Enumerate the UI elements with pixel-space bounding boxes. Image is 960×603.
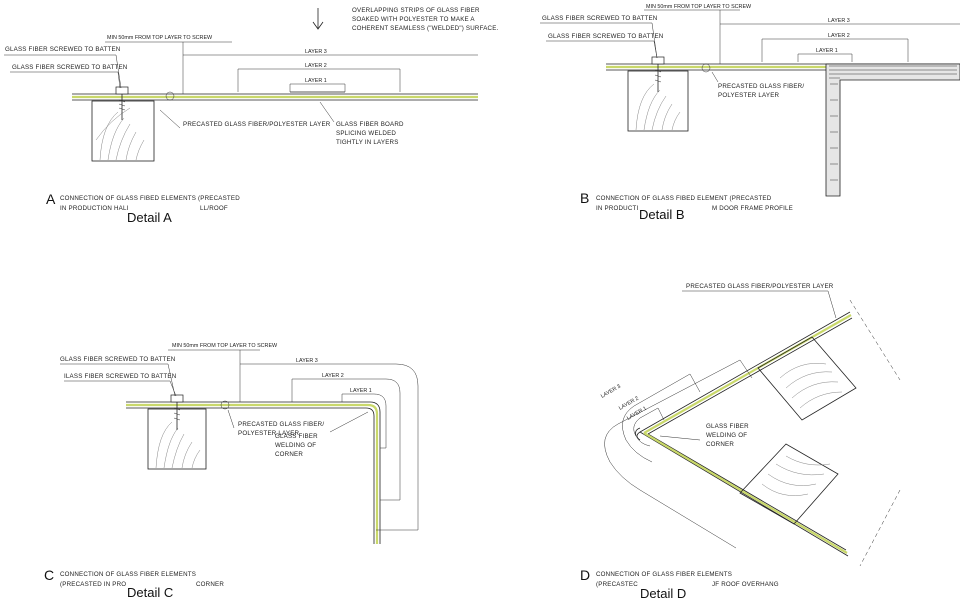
detail-letter: D xyxy=(580,567,590,583)
label-precast-1: PRECASTED GLASS FIBER/ xyxy=(718,83,804,90)
label-overlap-3: COHERENT SEAMLESS ("WELDED") SURFACE. xyxy=(352,25,499,32)
caption-line-2b: LL/ROOF xyxy=(200,205,228,212)
label-board-1: GLASS FIBER BOARD xyxy=(336,121,404,128)
detail-letter: A xyxy=(46,191,56,207)
label-weld-3: CORNER xyxy=(275,451,303,458)
detail-title: Detail A xyxy=(127,210,172,225)
layer-2-label: LAYER 2 xyxy=(305,63,327,69)
label-screw-2: GLASS FIBER SCREWED TO BATTEN xyxy=(548,33,663,40)
caption-line-1: CONNECTION OF GLASS FIBER ELEMENTS xyxy=(596,571,732,578)
caption-line-2: (PRECASTEC xyxy=(596,581,638,588)
detail-a: GLASS FIBER SCREWED TO BATTEN GLASS FIBE… xyxy=(4,7,499,225)
label-overlap-2: SOAKED WITH POLYESTER TO MAKE A xyxy=(352,16,475,23)
caption-line-2: IN PRODUCTION HALI xyxy=(60,205,129,212)
batten-d-lower xyxy=(739,443,839,525)
caption-line-1: CONNECTION OF GLASS FIBED ELEMENTS (PREC… xyxy=(60,195,240,202)
detail-d: PRECASTED GLASS FIBER/POLYESTER LAYER LA… xyxy=(580,283,901,601)
detail-title: Detail C xyxy=(127,585,173,600)
batten-d-upper xyxy=(757,336,857,421)
detail-letter: B xyxy=(580,190,589,206)
door-frame-profile xyxy=(825,63,960,197)
label-precast-1: PRECASTED GLASS FIBER/ xyxy=(238,421,324,428)
screw-c xyxy=(170,394,184,430)
label-precast: PRECASTED GLASS FIBER/POLYESTER LAYER xyxy=(686,283,834,290)
caption-line-2b: CORNER xyxy=(196,581,224,588)
caption-line-2: IN PRODUCTI xyxy=(596,205,638,212)
detail-title: Detail B xyxy=(639,207,685,222)
label-weld-3: CORNER xyxy=(706,441,734,448)
detail-letter: C xyxy=(44,567,54,583)
label-min-distance: MIN 50mm FROM TOP LAYER TO SCREW xyxy=(646,4,752,10)
label-precast-2: POLYESTER LAYER xyxy=(238,430,300,437)
layer-1-label: LAYER 1 xyxy=(305,78,327,84)
layer-2-label: LAYER 2 xyxy=(322,373,344,379)
layer-2-label: LAYER 2 xyxy=(828,33,850,39)
detail-title: Detail D xyxy=(640,586,686,601)
caption-line-2b: JF ROOF OVERHANG xyxy=(712,581,779,588)
label-screw-1: GLASS FIBER SCREWED TO BATTEN xyxy=(5,46,120,53)
label-screw-2: ILASS FIBER SCREWED TO BATTEN xyxy=(64,373,176,380)
caption-line-1: CONNECTION OF GLASS FIBER ELEMENTS xyxy=(60,571,196,578)
label-overlap-1: OVERLAPPING STRIPS OF GLASS FIBER xyxy=(352,7,480,14)
label-precast-2: POLYESTER LAYER xyxy=(718,92,780,99)
label-min-distance: MIN 50mm FROM TOP LAYER TO SCREW xyxy=(172,343,278,349)
label-screw-1: GLASS FIBER SCREWED TO BATTEN xyxy=(60,356,175,363)
detail-c: GLASS FIBER SCREWED TO BATTEN ILASS FIBE… xyxy=(44,343,419,600)
layer-3-label: LAYER 3 xyxy=(828,18,850,24)
label-weld-1: GLASS FIBER xyxy=(706,423,749,430)
detail-b: GLASS FIBER SCREWED TO BATTEN GLASS FIBE… xyxy=(540,4,960,222)
label-min-distance: MIN 50mm FROM TOP LAYER TO SCREW xyxy=(107,35,213,41)
label-screw-1: GLASS FIBER SCREWED TO BATTEN xyxy=(542,15,657,22)
caption-line-1: CONNECTION OF GLASS FIBED ELEMENT (PRECA… xyxy=(596,195,772,202)
screw-b xyxy=(651,56,665,92)
label-weld-2: WELDING OF xyxy=(706,432,747,439)
layer-3-label: LAYER 3 xyxy=(296,358,318,364)
layer-3-label: LAYER 3 xyxy=(600,384,622,400)
caption-line-2b: M DOOR FRAME PROFILE xyxy=(712,205,793,212)
batten-a xyxy=(91,100,155,162)
layer-1-label: LAYER 1 xyxy=(350,388,372,394)
layer-1-label: LAYER 1 xyxy=(626,406,648,422)
layer-1-label: LAYER 1 xyxy=(816,48,838,54)
label-screw-2: GLASS FIBER SCREWED TO BATTEN xyxy=(12,64,127,71)
label-weld-1: GLASS FIBER xyxy=(275,433,318,440)
layer-3-label: LAYER 3 xyxy=(305,49,327,55)
screw-a xyxy=(115,86,129,120)
caption-line-2: (PRECASTED IN PRO xyxy=(60,581,126,588)
label-weld-2: WELDING OF xyxy=(275,442,316,449)
label-precast: PRECASTED GLASS FIBER/POLYESTER LAYER xyxy=(183,121,331,128)
label-board-2: SPLICING WELDED xyxy=(336,130,396,137)
label-board-3: TIGHTLY IN LAYERS xyxy=(336,139,399,146)
